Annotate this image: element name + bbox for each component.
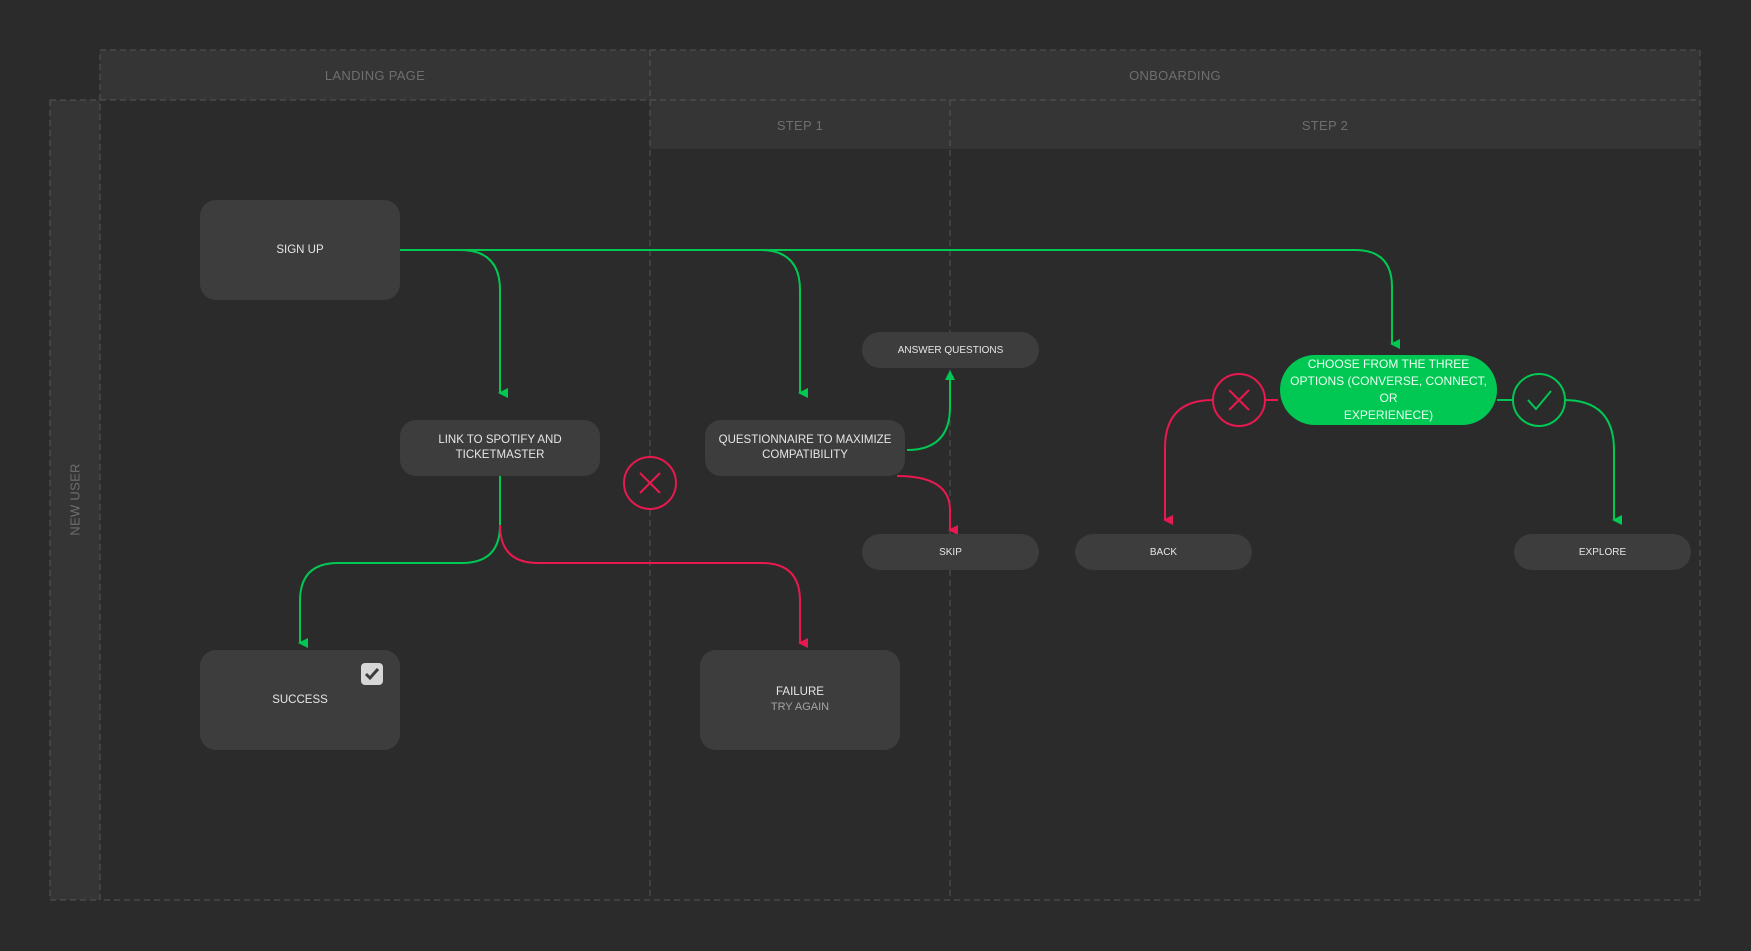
swimlane-grid — [49, 49, 1701, 901]
connector-questionnaire-to-skip — [896, 475, 958, 535]
node-choose-label-line1: CHOOSE FROM THE THREE — [1307, 357, 1470, 371]
side-band-new-user — [50, 100, 100, 900]
node-link-label-line2: TICKETMASTER — [455, 449, 545, 461]
node-failure[interactable]: FAILURE TRY AGAIN — [700, 650, 900, 750]
node-sign-up-label: SIGN UP — [276, 243, 324, 256]
check-circle-icon — [1512, 373, 1566, 427]
node-questionnaire-label-line1: QUESTIONNAIRE TO MAXIMIZE — [718, 434, 892, 446]
checkbox-checked-icon — [361, 663, 383, 685]
lane-label-onboarding: ONBOARDING — [1129, 68, 1221, 83]
node-choose-label-line2: OPTIONS (CONVERSE, CONNECT, OR — [1290, 374, 1487, 405]
node-choose-label-line3: EXPERIENECE) — [1343, 408, 1434, 422]
lane-label-step-1: STEP 1 — [776, 118, 824, 133]
node-answer-questions[interactable]: ANSWER QUESTIONS — [862, 332, 1039, 368]
node-back[interactable]: BACK — [1075, 534, 1252, 570]
node-skip[interactable]: SKIP — [862, 534, 1039, 570]
node-link-spotify-ticketmaster[interactable]: LINK TO SPOTIFY AND TICKETMASTER — [400, 420, 600, 476]
node-questionnaire-label-line2: COMPATIBILITY — [762, 449, 848, 461]
connector-fail-marker-to-back — [1163, 399, 1214, 525]
x-circle-icon — [1212, 373, 1266, 427]
node-questionnaire[interactable]: QUESTIONNAIRE TO MAXIMIZE COMPATIBILITY — [705, 420, 905, 476]
node-explore[interactable]: EXPLORE — [1514, 534, 1691, 570]
lane-label-landing-page: LANDING PAGE — [324, 68, 426, 83]
node-failure-label: FAILURE — [776, 686, 824, 698]
connector-signup-to-link — [459, 249, 508, 398]
connector-link-to-success — [298, 476, 501, 648]
x-circle-icon — [623, 456, 677, 510]
node-link-label-line1: LINK TO SPOTIFY AND — [438, 434, 562, 446]
node-explore-label: EXPLORE — [1578, 546, 1627, 558]
connector-link-to-failure — [499, 524, 808, 648]
connector-signup-to-choose — [400, 249, 1400, 349]
node-success[interactable]: SUCCESS — [200, 650, 400, 750]
connector-pass-marker-to-explore — [1563, 399, 1622, 525]
node-success-label: SUCCESS — [272, 693, 328, 706]
node-failure-sublabel: TRY AGAIN — [770, 701, 830, 713]
node-answer-questions-label: ANSWER QUESTIONS — [897, 344, 1004, 356]
connector-signup-to-questionnaire — [759, 249, 808, 398]
header-band-steps — [650, 100, 1700, 149]
connector-questionnaire-to-answer — [906, 370, 955, 451]
node-skip-label: SKIP — [939, 546, 962, 558]
lane-label-step-2: STEP 2 — [1301, 118, 1349, 133]
node-back-label: BACK — [1149, 546, 1178, 558]
node-sign-up[interactable]: SIGN UP — [200, 200, 400, 300]
header-band-top — [100, 50, 1700, 100]
node-choose-options[interactable]: CHOOSE FROM THE THREE OPTIONS (CONVERSE,… — [1280, 355, 1497, 425]
